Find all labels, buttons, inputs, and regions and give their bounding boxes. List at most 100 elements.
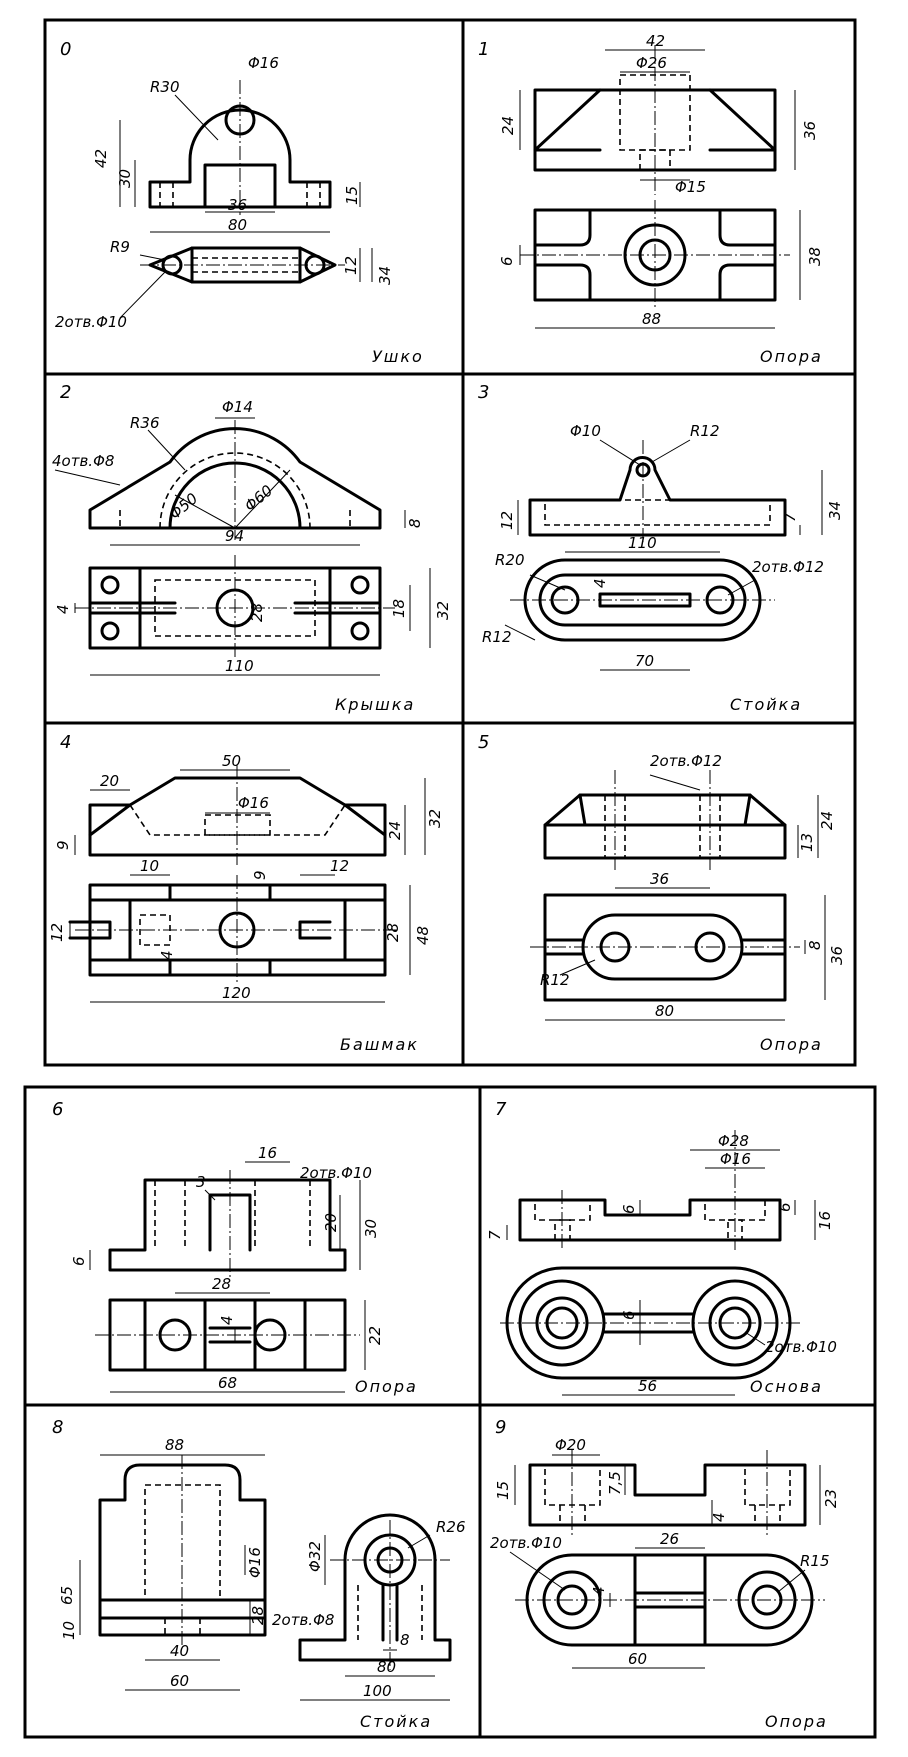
dim-label: R36 [130, 414, 160, 432]
dim-label: 2отв.Φ10 [490, 1534, 562, 1552]
card-4-name: Башмак [340, 1035, 419, 1054]
dim-label: Φ60 [241, 481, 276, 515]
dim-label: 10 [60, 1621, 78, 1640]
dim-label: 12 [330, 857, 349, 875]
card-1: 1 Опора 42 Φ26 24 36 Φ15 6 38 88 [478, 32, 824, 366]
card-9-top-outline [525, 1553, 814, 1647]
card-6-name: Опора [355, 1377, 418, 1396]
dim-label: 16 [816, 1211, 834, 1230]
dim-label: Φ26 [636, 54, 667, 72]
dim-label: 94 [225, 527, 244, 545]
card-5: 5 Опора 2отв.Φ12 13 24 36 8 36 R12 80 [478, 732, 846, 1054]
dim-label: 36 [828, 946, 846, 965]
card-0-name: Ушко [372, 347, 424, 366]
dim-label: 9 [251, 870, 269, 880]
card-7-top-outline [505, 1266, 792, 1380]
dim-label: 80 [655, 1002, 674, 1020]
dim-label: 24 [818, 811, 836, 830]
dim-label: 100 [363, 1682, 392, 1700]
card-3-number: 3 [478, 382, 489, 403]
dim-label: 9 [54, 840, 72, 850]
card-8-name: Стойка [360, 1712, 432, 1731]
dim-label: 32 [434, 601, 452, 620]
dim-label: 2отв.Φ10 [300, 1164, 372, 1182]
card-7-name: Основа [750, 1377, 823, 1396]
dim-label: Φ10 [570, 422, 601, 440]
dim-label: 60 [170, 1672, 189, 1690]
dim-label: 70 [635, 652, 654, 670]
dim-label: 4 [591, 578, 609, 588]
dim-label: 32 [426, 809, 444, 828]
dim-label: 7 [781, 512, 799, 522]
dim-label: 15 [343, 186, 361, 205]
dim-label: 7 [486, 1230, 504, 1240]
dim-label: 40 [170, 1642, 189, 1660]
dim-label: 2отв.Φ8 [272, 1611, 334, 1629]
dim-label: 42 [646, 32, 665, 50]
card-2-name: Крышка [335, 695, 415, 714]
dim-label: 68 [218, 1374, 237, 1392]
card-8-side-outline [298, 1513, 452, 1662]
dim-label: 4 [54, 604, 72, 614]
dim-label: 13 [798, 833, 816, 852]
dim-label: 22 [366, 1326, 384, 1345]
dim-label: 6 [70, 1256, 88, 1266]
dim-label: Φ16 [238, 794, 269, 812]
dim-label: R20 [495, 551, 525, 569]
dim-label: Φ16 [720, 1150, 751, 1168]
dim-label: Φ16 [246, 1547, 264, 1578]
dim-label: 36 [650, 870, 669, 888]
card-2-front-outline [88, 427, 382, 530]
dim-label: 88 [165, 1436, 184, 1454]
dim-label: 28 [248, 603, 266, 622]
card-7: 7 Основа Φ28 Φ16 7 6 6 16 6 2отв.Φ10 56 [486, 1099, 837, 1396]
dim-label: 12 [342, 256, 360, 275]
dim-label: 10 [140, 857, 159, 875]
dim-label: 48 [414, 926, 432, 945]
dim-label: Φ20 [555, 1436, 586, 1454]
dim-label: R30 [150, 78, 180, 96]
card-0-front-outline [148, 108, 332, 209]
dim-label: 20 [322, 1213, 340, 1232]
card-9: 9 Опора Φ20 15 7,5 23 4 2отв.Φ10 26 R15 … [490, 1417, 840, 1731]
card-4-front-outline [88, 776, 387, 857]
dim-label: 30 [362, 1219, 380, 1238]
dim-label: 28 [249, 1606, 267, 1625]
dim-label: 80 [228, 216, 247, 234]
dim-label: 8 [806, 940, 824, 950]
card-5-slot-outline [581, 913, 744, 981]
dim-label: 2отв.Φ10 [765, 1338, 837, 1356]
dim-label: R12 [482, 628, 512, 646]
card-6: 6 Опора 16 3 2отв.Φ10 20 30 6 28 4 22 68 [52, 1099, 418, 1396]
dim-label: 4 [710, 1512, 728, 1522]
card-7-number: 7 [495, 1099, 507, 1120]
dim-label: Φ16 [248, 54, 279, 72]
card-8: 8 Стойка 88 R26 Φ32 Φ16 65 28 2отв.Φ8 10… [52, 1417, 466, 1731]
dim-label: 12 [498, 511, 516, 530]
dim-label: 8 [400, 1631, 410, 1649]
dim-label: 16 [258, 1144, 277, 1162]
dim-label: 8 [406, 518, 424, 528]
dim-label: 38 [806, 247, 824, 266]
card-0: 0 Ушко R30 Φ16 42 30 36 80 15 R9 12 34 2… [55, 39, 424, 366]
dim-label: 2отв.Φ12 [752, 558, 824, 576]
dim-label: 6 [620, 1204, 638, 1214]
card-2-number: 2 [60, 382, 71, 403]
dim-label: 88 [642, 310, 661, 328]
dim-label: 60 [628, 1650, 647, 1668]
card-8-number: 8 [52, 1417, 63, 1438]
card-9-name: Опора [765, 1712, 828, 1731]
dim-label: 2отв.Φ10 [55, 313, 127, 331]
dim-label: 50 [222, 752, 241, 770]
dim-label: 34 [376, 266, 394, 285]
dim-label: 20 [100, 772, 119, 790]
dim-label: 28 [384, 923, 402, 942]
dim-label: 120 [222, 984, 251, 1002]
dim-label: 3 [196, 1173, 206, 1191]
dim-label: 30 [116, 169, 134, 188]
dim-label: 36 [801, 121, 819, 140]
dim-label: 15 [494, 1481, 512, 1500]
card-3: 3 Стойка Φ10 R12 12 7 34 110 R20 2отв.Φ1… [478, 382, 844, 714]
dim-label: R12 [690, 422, 720, 440]
